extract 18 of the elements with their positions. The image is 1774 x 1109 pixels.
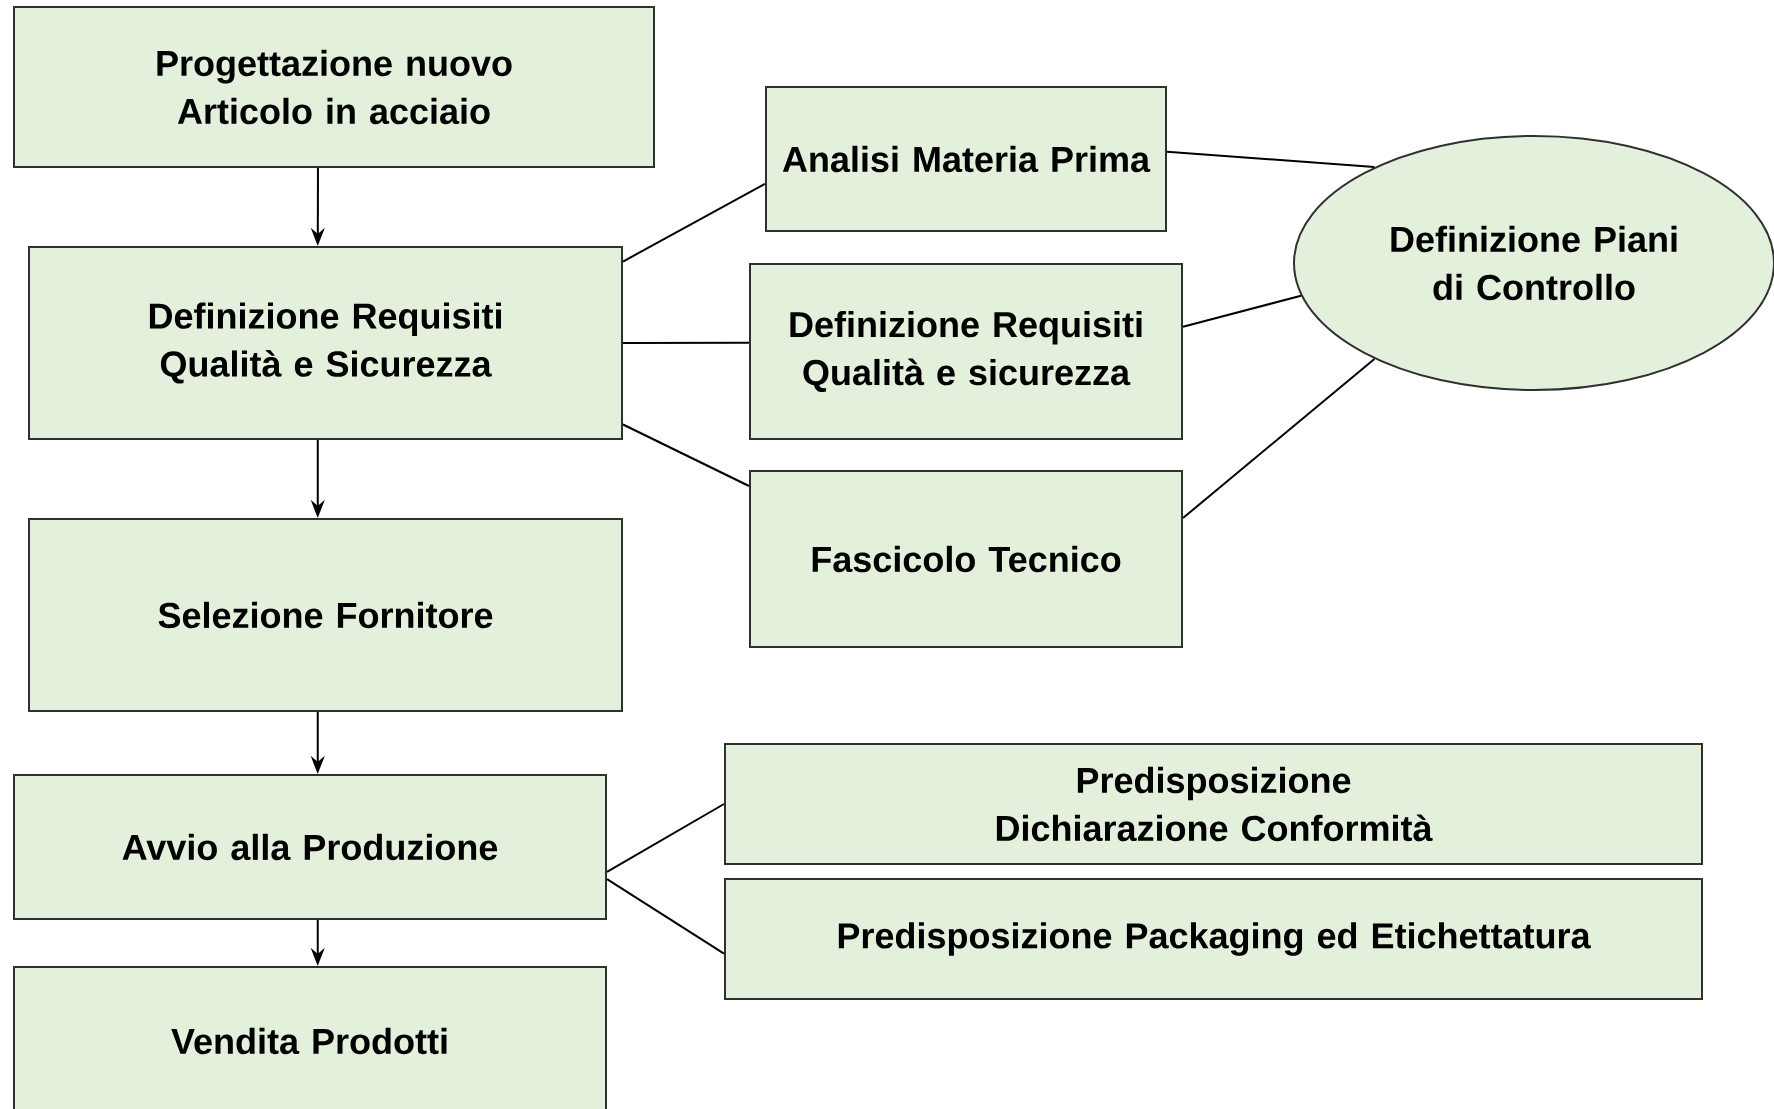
process-box: Selezione Fornitore xyxy=(28,518,623,712)
process-box: Vendita Prodotti xyxy=(13,966,607,1109)
process-box: Definizione Requisiti Qualità e Sicurezza xyxy=(28,246,623,440)
connector-line xyxy=(1166,150,1376,169)
connector-line xyxy=(606,803,725,873)
process-box: Analisi Materia Prima xyxy=(765,86,1167,232)
connector-line xyxy=(622,423,750,487)
process-box: Predisposizione Dichiarazione Conformità xyxy=(724,743,1703,865)
process-box: Predisposizione Packaging ed Etichettatura xyxy=(724,878,1703,1000)
process-box: Definizione Requisiti Qualità e sicurezza xyxy=(749,263,1183,440)
process-box: Fascicolo Tecnico xyxy=(749,470,1183,648)
connector-line xyxy=(606,878,725,955)
connector-line xyxy=(1182,357,1376,520)
connector-line xyxy=(622,182,766,263)
process-box: Avvio alla Produzione xyxy=(13,774,607,920)
connector-line xyxy=(1182,294,1303,328)
process-box: Progettazione nuovo Articolo in acciaio xyxy=(13,6,655,168)
connector-line xyxy=(622,341,750,344)
